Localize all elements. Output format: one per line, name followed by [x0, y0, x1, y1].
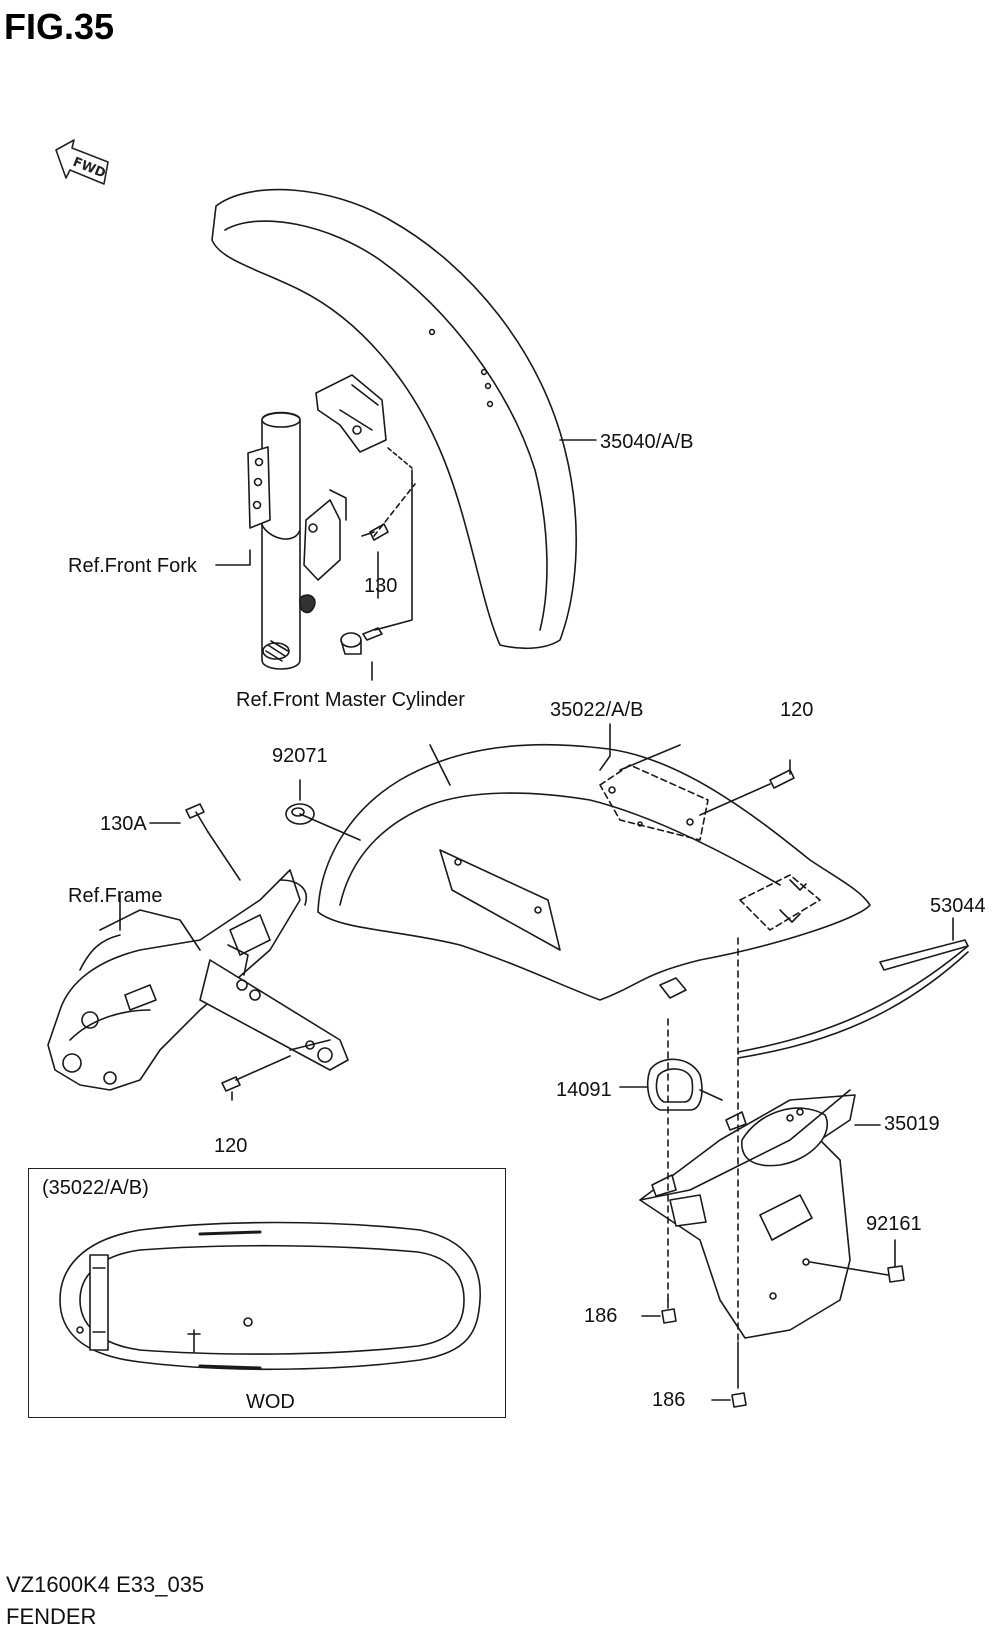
callout-bolt-120-top: 120 [780, 699, 814, 721]
callout-bolt-130a: 130A [100, 813, 147, 835]
callout-trim-53044: 53044 [930, 895, 986, 917]
bolt-186-upper-drawing [641, 1017, 677, 1324]
inset-fender-topview-drawing [59, 1221, 481, 1371]
callout-rear-fender: 35022/A/B [550, 699, 644, 721]
bolt-186-lower-drawing [711, 934, 747, 1408]
inset-header: (35022/A/B) [42, 1177, 149, 1199]
callout-rear-flap-35019: 35019 [884, 1113, 940, 1135]
trim-strip-53044-drawing [737, 917, 969, 1059]
callout-ref-front-master-cylinder: Ref.Front Master Cylinder [236, 689, 465, 711]
leader-lines-front [215, 439, 597, 681]
callout-ref-frame: Ref.Frame [68, 885, 163, 907]
bolt-130-drawing [361, 483, 416, 541]
callout-ref-front-fork: Ref.Front Fork [68, 555, 197, 577]
nut-92161-drawing [809, 1239, 905, 1283]
callout-front-fender: 35040/A/B [600, 431, 694, 453]
figure-name: FENDER [6, 1604, 97, 1629]
callout-cushion-92071: 92071 [272, 745, 328, 767]
leader-lines-rear [119, 723, 681, 931]
front-fork-drawing [247, 411, 347, 670]
rear-flap-35019-drawing [639, 1089, 881, 1339]
seal-14091-drawing [619, 1058, 723, 1111]
bolt-120-lower-drawing [221, 1039, 331, 1101]
callout-bolt-130: 130 [364, 575, 398, 597]
callout-nut-92161: 92161 [866, 1213, 922, 1235]
rear-fender-drawing [317, 743, 871, 1001]
forward-arrow-icon: FWD [55, 139, 109, 185]
inset-caption: WOD [246, 1391, 295, 1413]
bolt-120-upper-drawing [699, 759, 795, 816]
inset-frame [28, 1168, 506, 1418]
callout-bolt-186-lower: 186 [652, 1389, 686, 1411]
master-cylinder-clamp-drawing [340, 469, 413, 655]
front-fender-drawing [211, 188, 577, 650]
callout-bolt-186-upper: 186 [584, 1305, 618, 1327]
figure-code: VZ1600K4 E33_035 [6, 1572, 205, 1597]
cushion-92071-drawing [285, 779, 361, 841]
bolt-130a-drawing [185, 803, 241, 881]
callout-bolt-120-bottom: 120 [214, 1135, 248, 1157]
figure-title: FIG.35 [4, 6, 115, 47]
rear-frame-drawing [47, 869, 349, 1091]
callout-seal-14091: 14091 [556, 1079, 612, 1101]
